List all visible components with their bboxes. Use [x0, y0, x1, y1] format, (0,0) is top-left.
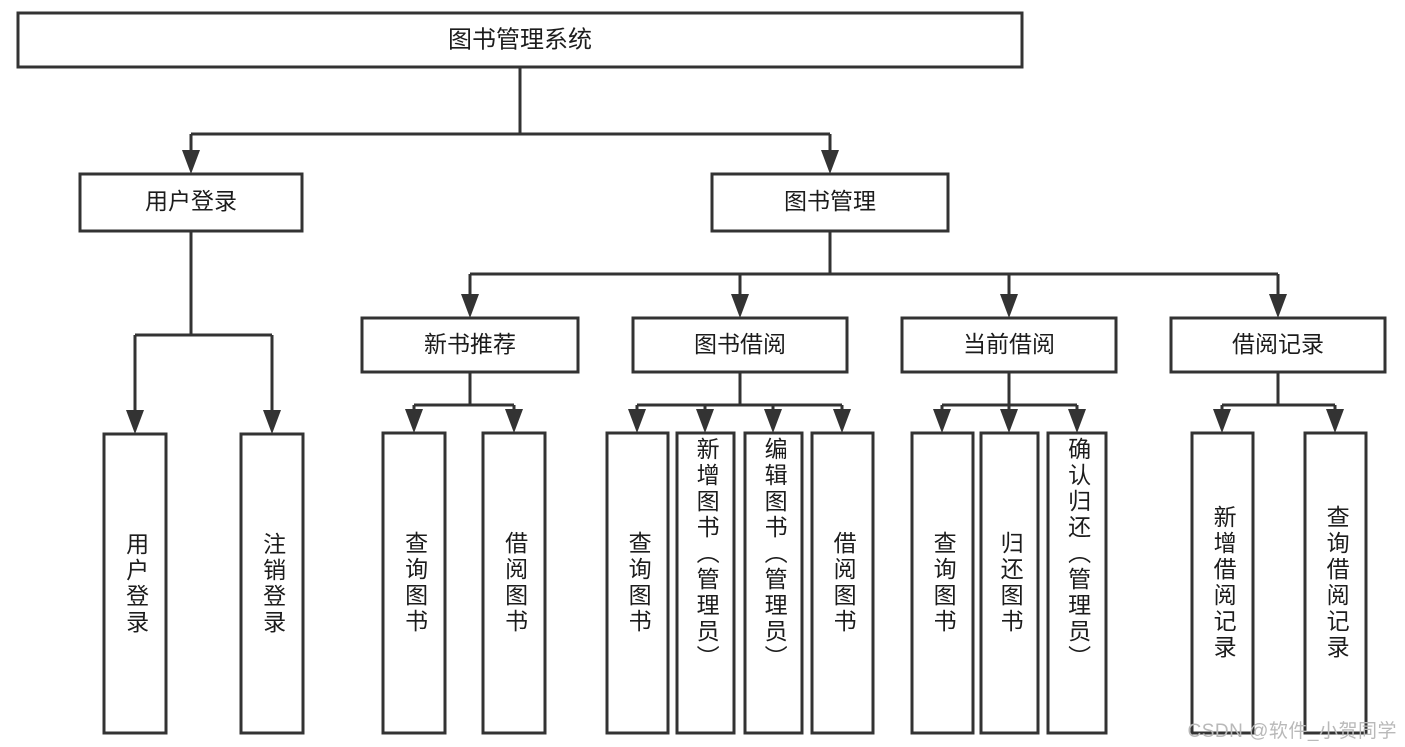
node-book-borrow[interactable]: 图书借阅: [631, 316, 849, 374]
leaf-box-new-book-1[interactable]: [381, 431, 447, 735]
leaf-box-user-login-1[interactable]: [102, 432, 168, 735]
node-borrow-record-label: 借阅记录: [1232, 331, 1324, 357]
arrow-newbook-leaf-2: [505, 409, 523, 433]
leaf-boxes-book-borrow: [605, 431, 875, 735]
node-book-borrow-label: 图书借阅: [694, 331, 786, 357]
leaf-boxes-user-login: [102, 432, 305, 735]
arrow-books-to-borrow: [731, 294, 749, 318]
arrow-record-leaf-2: [1326, 409, 1344, 433]
arrow-books-to-record: [1269, 294, 1287, 318]
connector-group-new-book: [405, 372, 523, 433]
connector-group-root: [182, 67, 839, 174]
arrow-newbook-leaf-1: [405, 409, 423, 433]
leaf-box-new-book-2[interactable]: [481, 431, 547, 735]
node-root[interactable]: 图书管理系统: [16, 11, 1024, 69]
arrow-login-to-leaf-2: [263, 410, 281, 434]
arrow-borrow-leaf-3: [764, 409, 782, 433]
node-root-label: 图书管理系统: [448, 26, 592, 53]
leaf-boxes-new-book: [381, 431, 547, 735]
leaf-box-borrow-record-2[interactable]: [1303, 431, 1368, 735]
leaf-box-current-borrow-1[interactable]: [910, 431, 975, 735]
connector-group-book-borrow: [628, 372, 851, 433]
leaf-box-book-borrow-2[interactable]: [675, 431, 736, 735]
arrow-books-to-current: [1000, 294, 1018, 318]
leaf-box-book-borrow-1[interactable]: [605, 431, 670, 735]
node-new-book-box[interactable]: [360, 316, 580, 374]
leaf-box-book-borrow-3[interactable]: [743, 431, 804, 735]
leaf-box-user-login-2[interactable]: [239, 432, 305, 735]
node-book-manage-box[interactable]: [710, 172, 950, 233]
node-book-borrow-box[interactable]: [631, 316, 849, 374]
node-new-book-recommend[interactable]: 新书推荐: [360, 316, 580, 374]
node-borrow-record[interactable]: 借阅记录: [1169, 316, 1387, 374]
leaf-box-book-borrow-4[interactable]: [810, 431, 875, 735]
leaf-box-borrow-record-1[interactable]: [1190, 431, 1255, 735]
node-new-book-label: 新书推荐: [424, 331, 516, 357]
arrow-borrow-leaf-4: [833, 409, 851, 433]
arrow-current-leaf-1: [933, 409, 951, 433]
node-current-borrow-label: 当前借阅: [963, 331, 1055, 357]
connector-group-book-manage: [461, 231, 1287, 318]
node-current-borrow[interactable]: 当前借阅: [900, 316, 1118, 374]
node-user-login-box[interactable]: [78, 172, 304, 233]
leaf-box-current-borrow-3[interactable]: [1046, 431, 1108, 735]
arrow-root-to-login: [182, 150, 200, 174]
connector-group-current-borrow: [933, 372, 1086, 433]
arrow-login-to-leaf-1: [126, 410, 144, 434]
node-user-login[interactable]: 用户登录: [78, 172, 304, 233]
arrow-borrow-leaf-1: [628, 409, 646, 433]
node-book-manage[interactable]: 图书管理: [710, 172, 950, 233]
node-book-manage-label: 图书管理: [784, 188, 876, 214]
arrow-current-leaf-2: [1000, 409, 1018, 433]
leaf-box-current-borrow-2[interactable]: [979, 431, 1040, 735]
arrow-current-leaf-3: [1068, 409, 1086, 433]
leaf-boxes-current-borrow: [910, 431, 1108, 735]
leaf-boxes-borrow-record: [1190, 431, 1368, 735]
arrow-books-to-new: [461, 294, 479, 318]
connector-group-borrow-record: [1213, 372, 1344, 433]
connector-group-user-login: [126, 231, 281, 434]
node-user-login-label: 用户登录: [145, 188, 237, 214]
arrow-record-leaf-1: [1213, 409, 1231, 433]
csdn-watermark: CSDN @软件_小贺同学: [1187, 721, 1397, 742]
node-borrow-record-box[interactable]: [1169, 316, 1387, 374]
node-root-box[interactable]: [16, 11, 1024, 69]
arrow-borrow-leaf-2: [696, 409, 714, 433]
node-current-borrow-box[interactable]: [900, 316, 1118, 374]
arrow-root-to-books: [821, 150, 839, 174]
